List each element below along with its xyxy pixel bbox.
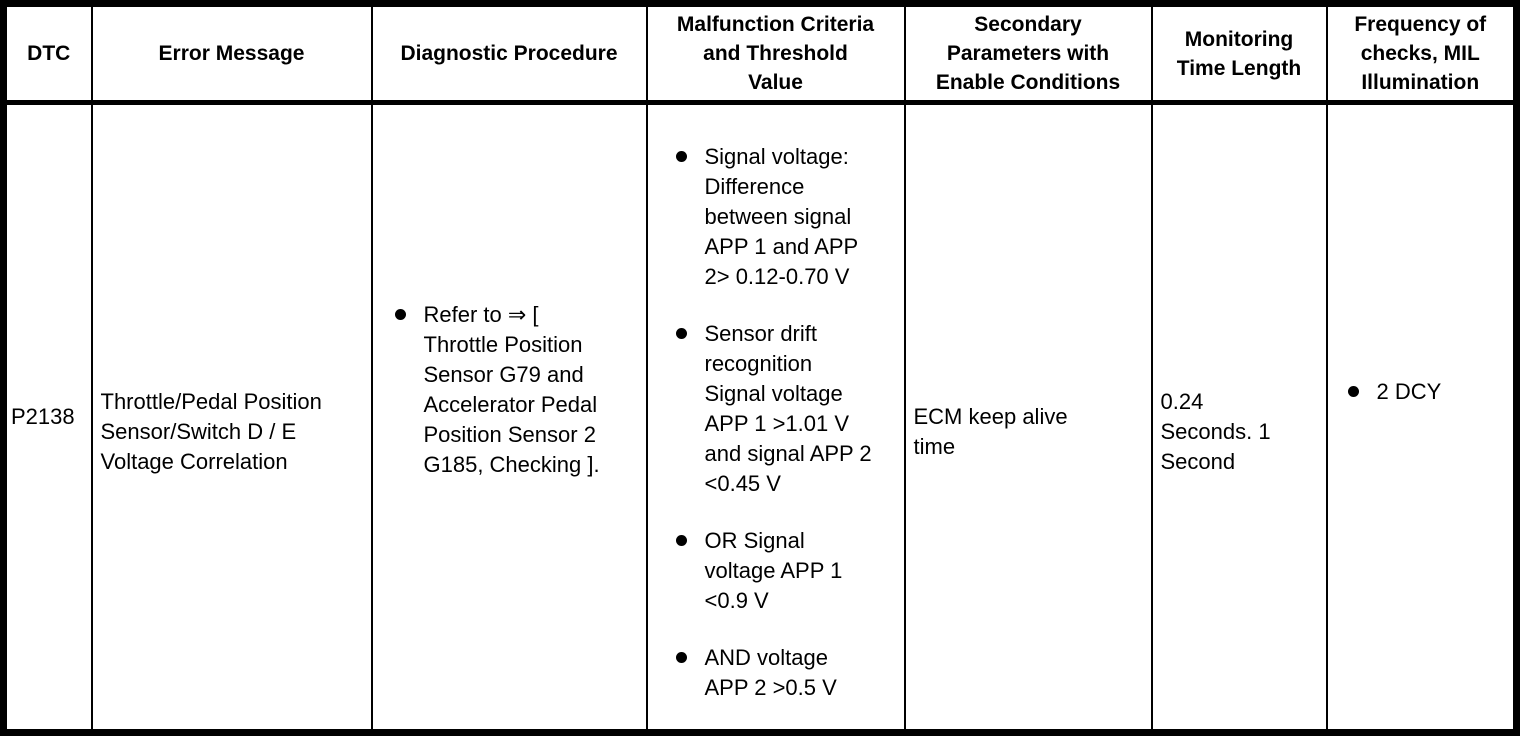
column-header-dtc: DTC — [2, 2, 93, 105]
cell-secondary-parameters: ECM keep alive time — [903, 101, 1153, 734]
column-header-diagnostic-procedure: Diagnostic Procedure — [370, 2, 648, 105]
malfunction-criteria-item: Signal voltage: Difference between signa… — [675, 142, 898, 292]
malfunction-criteria-text: OR Signal voltage APP 1 <0.9 V — [704, 527, 843, 613]
column-header-error-message: Error Message — [90, 2, 373, 105]
column-header-secondary-parameters: Secondary Parameters with Enable Conditi… — [903, 2, 1153, 105]
bullet-icon — [675, 150, 687, 162]
column-header-frequency: Frequency of checks, MIL Illumination — [1325, 2, 1518, 105]
bullet-icon — [394, 308, 406, 320]
cell-malfunction-criteria: Signal voltage: Difference between signa… — [645, 101, 906, 734]
cell-frequency-of-checks: 2 DCY — [1325, 101, 1518, 734]
cell-error-message: Throttle/Pedal Position Sensor/Switch D … — [90, 101, 373, 734]
cell-diagnostic-procedure: Refer to ⇒ [ Throttle Position Sensor G7… — [370, 101, 648, 734]
diagnostic-procedure-item: Refer to ⇒ [ Throttle Position Sensor G7… — [394, 300, 638, 480]
bullet-icon — [675, 327, 687, 339]
cell-monitoring-time: 0.24 Seconds. 1 Second — [1150, 101, 1328, 734]
malfunction-criteria-text: Signal voltage: Difference between signa… — [704, 143, 859, 289]
header-row: DTC Error Message Diagnostic Procedure M… — [2, 2, 1518, 105]
malfunction-criteria-item: OR Signal voltage APP 1 <0.9 V — [675, 526, 898, 616]
cell-dtc-code: P2138 — [2, 101, 93, 734]
column-header-monitoring-time: Monitoring Time Length — [1150, 2, 1328, 105]
malfunction-criteria-item: Sensor drift recognition Signal voltage … — [675, 319, 898, 499]
bullet-icon — [1347, 386, 1359, 397]
malfunction-criteria-text: AND voltage APP 2 >0.5 V — [704, 644, 837, 700]
bullet-icon — [675, 534, 687, 546]
diagnostic-procedure-text: Refer to ⇒ [ Throttle Position Sensor G7… — [423, 301, 600, 477]
frequency-text: 2 DCY — [1376, 379, 1442, 404]
frequency-item: 2 DCY — [1347, 377, 1508, 407]
malfunction-criteria-item: AND voltage APP 2 >0.5 V — [675, 643, 898, 703]
bullet-icon — [675, 651, 687, 663]
malfunction-criteria-text: Sensor drift recognition Signal voltage … — [704, 320, 872, 496]
column-header-malfunction-criteria: Malfunction Criteria and Threshold Value — [645, 2, 906, 105]
table-row: P2138 Throttle/Pedal Position Sensor/Swi… — [2, 101, 1518, 734]
